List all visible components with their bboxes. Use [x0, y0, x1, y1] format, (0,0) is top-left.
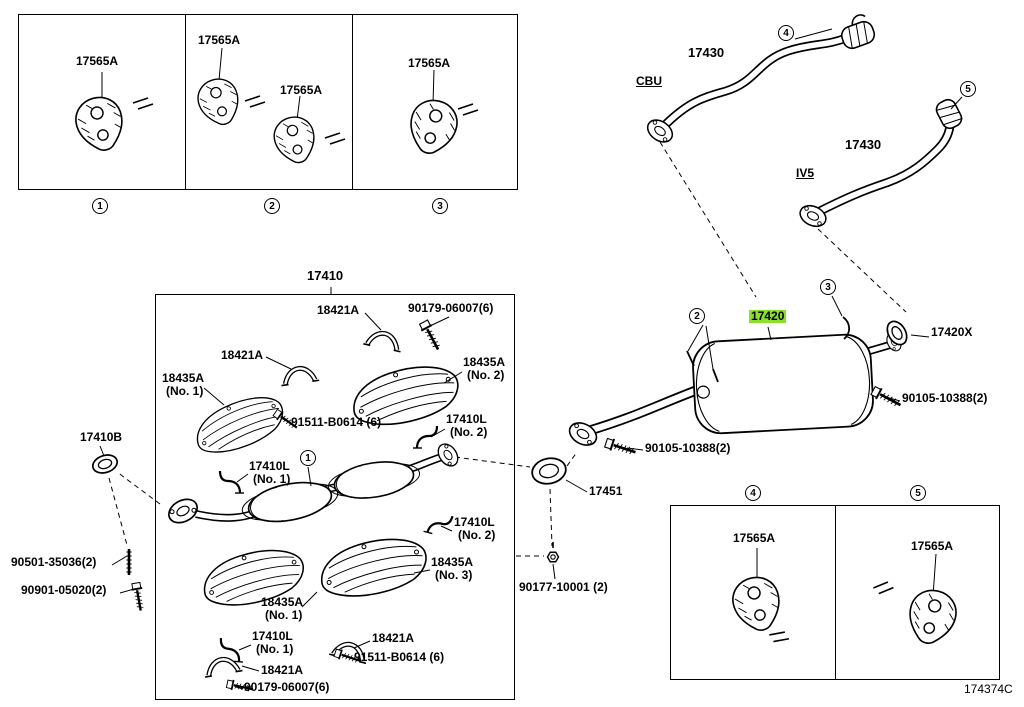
part-label-90179-bottom[interactable]: 90179-06007(6): [244, 680, 330, 694]
part-label-17410l-no1-lower[interactable]: 17410L (No. 1): [252, 630, 293, 656]
front-pipe-assembly-art: [163, 318, 465, 696]
panel-divider: [185, 15, 186, 189]
part-number[interactable]: 17410L: [454, 515, 495, 529]
part-number[interactable]: 18435A: [463, 355, 506, 369]
part-label-17410-title[interactable]: 17410: [307, 268, 344, 283]
tailpipe-iv5-art: [796, 98, 963, 232]
construction-dashed-lines: [108, 141, 907, 557]
part-label-91511-bottom[interactable]: 91511-B0614 (6): [354, 650, 445, 664]
part-note: (No. 1): [253, 472, 291, 486]
part-label-17410l-no2-upper[interactable]: 17410L (No. 2): [446, 413, 487, 439]
part-label-17565a-panel3[interactable]: 17565A: [408, 56, 451, 70]
muffler-art: [531, 316, 912, 563]
part-label-18435a-no1-bottom[interactable]: 18435A (No. 1): [261, 596, 303, 622]
part-label-17565a-panel2-top[interactable]: 17565A: [198, 33, 241, 47]
callout-3: 3: [432, 198, 448, 214]
part-label-17410b[interactable]: 17410B: [80, 430, 123, 444]
variant-label-iv5: IV5: [796, 166, 815, 180]
part-label-17565a-panel2-right[interactable]: 17565A: [280, 83, 323, 97]
part-note: (No. 3): [435, 568, 473, 582]
part-label-17430-cbu[interactable]: 17430: [688, 45, 725, 60]
callout-2-muffler: 2: [689, 308, 705, 324]
part-label-18421a-left[interactable]: 18421A: [221, 348, 264, 362]
part-label-90177[interactable]: 90177-10001 (2): [519, 580, 608, 594]
part-label-18421a-bottom-left[interactable]: 18421A: [261, 663, 304, 677]
tailpipe-tip: [840, 14, 876, 50]
part-number[interactable]: 17410L: [252, 629, 293, 643]
part-number[interactable]: 17410L: [446, 412, 487, 426]
part-note: (No. 2): [467, 368, 505, 382]
muffler-body: [692, 333, 874, 435]
part-label-18435a-no3[interactable]: 18435A (No. 3): [431, 556, 473, 582]
part-number[interactable]: 18435A: [162, 371, 205, 385]
variant-label-cbu: CBU: [636, 74, 662, 88]
diagram-code: 174374C: [964, 682, 1013, 696]
part-label-17420-highlighted[interactable]: 17420: [749, 309, 787, 323]
top-hanger-panels-art: [70, 47, 479, 168]
part-label-90179-top[interactable]: 90179-06007(6): [408, 301, 494, 315]
part-label-90501[interactable]: 90501-35036(2): [11, 555, 97, 569]
panel-divider: [352, 15, 353, 189]
part-note: (No. 1): [265, 608, 303, 622]
callout-5-panel: 5: [910, 485, 926, 501]
top-hanger-variants-box: [18, 14, 518, 190]
tailpipe-cbu-art: [642, 14, 876, 148]
inlet-gasket-17451: [531, 457, 567, 485]
bottom-hanger-variants-box: [670, 505, 1000, 680]
part-label-18435a-no2[interactable]: 18435A (No. 2): [463, 356, 505, 382]
leader-lines: [99, 28, 963, 690]
part-label-91511-mid[interactable]: 91511-B0614 (6): [291, 415, 382, 429]
callout-1-front-pipe: 1: [300, 450, 316, 466]
part-label-18435a-no1-top[interactable]: 18435A (No. 1): [162, 372, 204, 398]
bottom-hanger-panels-art: [727, 548, 962, 650]
callout-3-muffler: 3: [820, 279, 836, 295]
part-label-18421a-bottom-mid[interactable]: 18421A: [372, 631, 415, 645]
part-label-17420x[interactable]: 17420X: [931, 325, 973, 339]
callout-5-tailpipe: 5: [960, 81, 976, 97]
tailpipe-tip: [935, 98, 963, 130]
part-label-17430-iv5[interactable]: 17430: [845, 137, 882, 152]
part-label-17565a-panel5[interactable]: 17565A: [911, 539, 954, 553]
callout-2: 2: [264, 198, 280, 214]
part-label-18421a-top[interactable]: 18421A: [317, 303, 360, 317]
part-note: (No. 1): [166, 384, 204, 398]
part-label-90105-rear[interactable]: 90105-10388(2): [902, 391, 988, 405]
part-number[interactable]: 18435A: [431, 555, 474, 569]
part-label-90901[interactable]: 90901-05020(2): [21, 583, 107, 597]
part-note: (No. 2): [450, 425, 488, 439]
part-note: (No. 1): [256, 642, 294, 656]
part-note: (No. 2): [458, 528, 496, 542]
part-label-17410l-no1-upper[interactable]: 17410L (No. 1): [249, 460, 290, 486]
part-label-17451[interactable]: 17451: [589, 484, 623, 498]
callout-4-panel: 4: [745, 485, 761, 501]
panel-divider: [835, 506, 836, 679]
callout-1: 1: [92, 198, 108, 214]
part-label-17410l-no2-lower[interactable]: 17410L (No. 2): [454, 516, 495, 542]
callout-4-tailpipe: 4: [778, 25, 794, 41]
part-label-90105-front[interactable]: 90105-10388(2): [645, 441, 731, 455]
part-number[interactable]: 17410L: [249, 459, 290, 473]
part-label-17565a-panel1[interactable]: 17565A: [76, 54, 119, 68]
front-pipe-assembly-box: [155, 294, 515, 700]
part-number[interactable]: 18435A: [261, 595, 304, 609]
part-label-17565a-panel4[interactable]: 17565A: [733, 531, 776, 545]
